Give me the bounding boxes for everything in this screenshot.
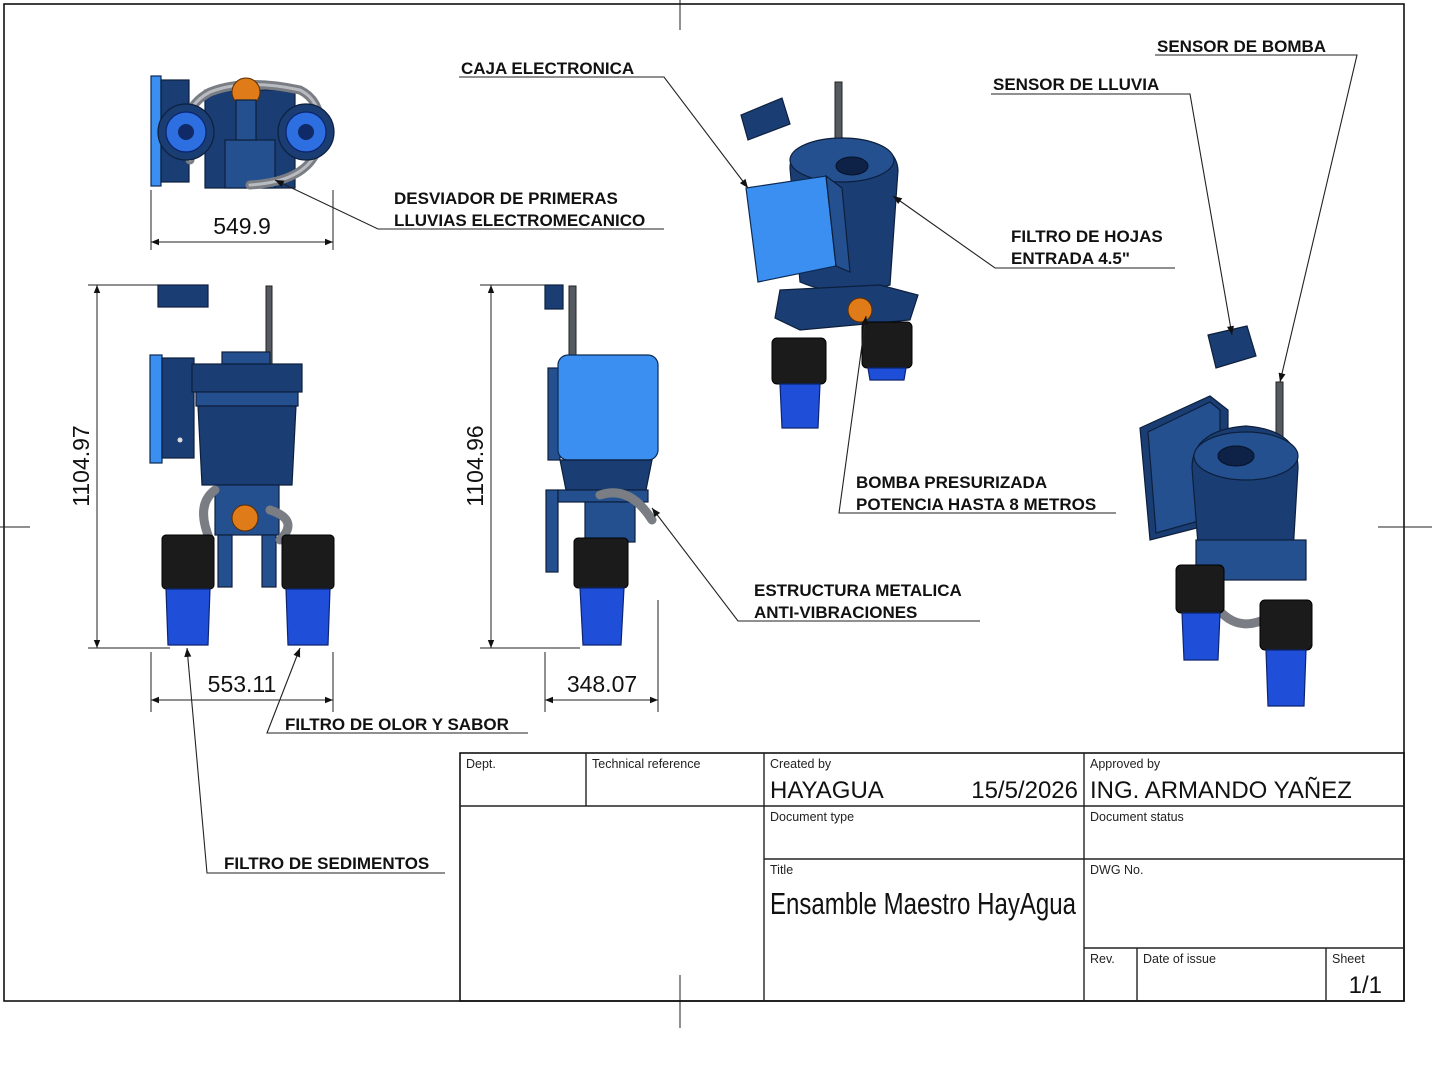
callout-sensor-bomba: SENSOR DE BOMBA bbox=[1157, 37, 1326, 56]
callout-estructura-line2: ANTI-VIBRACIONES bbox=[754, 603, 917, 622]
title-label: Title bbox=[770, 863, 793, 877]
callout-bomba-line1: BOMBA PRESURIZADA bbox=[856, 473, 1047, 492]
side-view bbox=[544, 284, 659, 646]
dim-front-width: 553.11 bbox=[208, 671, 277, 697]
title-block: Dept. Technical reference Created by HAY… bbox=[459, 752, 1405, 1002]
callout-desviador-line2: LLUVIAS ELECTROMECANICO bbox=[394, 211, 645, 230]
date-of-issue-label: Date of issue bbox=[1143, 952, 1216, 966]
top-view bbox=[150, 75, 335, 190]
callout-filtro-hojas-line2: ENTRADA 4.5" bbox=[1011, 249, 1130, 268]
dwg-no-label: DWG No. bbox=[1090, 863, 1143, 877]
front-view bbox=[149, 284, 335, 646]
dim-side-height: 1104.96 bbox=[462, 425, 488, 506]
created-by-label: Created by bbox=[770, 757, 832, 771]
dim-side-width: 348.07 bbox=[567, 671, 637, 697]
iso-view-assembled bbox=[1139, 325, 1313, 707]
dim-top-width: 549.9 bbox=[213, 213, 271, 239]
electronic-box-side bbox=[557, 354, 659, 461]
tech-ref-label: Technical reference bbox=[592, 757, 700, 771]
sheet-number: 1/1 bbox=[1349, 972, 1382, 999]
created-by-value: HAYAGUA bbox=[770, 777, 884, 804]
rain-sensor-iso bbox=[740, 97, 791, 141]
document-type-label: Document type bbox=[770, 810, 854, 824]
electronic-box-iso bbox=[745, 175, 837, 283]
document-status-label: Document status bbox=[1090, 810, 1184, 824]
callout-filtro-hojas-line1: FILTRO DE HOJAS bbox=[1011, 227, 1163, 246]
dept-label: Dept. bbox=[466, 757, 496, 771]
rain-sensor-front bbox=[157, 284, 209, 308]
callout-sensor-lluvia: SENSOR DE LLUVIA bbox=[993, 75, 1159, 94]
callout-caja-electronica: CAJA ELECTRONICA bbox=[461, 59, 634, 78]
rev-label: Rev. bbox=[1090, 952, 1115, 966]
created-date: 15/5/2026 bbox=[971, 777, 1078, 804]
iso-view-exploded bbox=[740, 81, 919, 429]
approved-by-label: Approved by bbox=[1090, 757, 1161, 771]
sheet-label: Sheet bbox=[1332, 952, 1365, 966]
dim-front-height: 1104.97 bbox=[68, 425, 94, 506]
callout-estructura-line1: ESTRUCTURA METALICA bbox=[754, 581, 962, 600]
callout-desviador-line1: DESVIADOR DE PRIMERAS bbox=[394, 189, 618, 208]
callout-bomba-line2: POTENCIA HASTA 8 METROS bbox=[856, 495, 1096, 514]
callout-filtro-sedimentos: FILTRO DE SEDIMENTOS bbox=[224, 854, 429, 873]
callout-filtro-olor: FILTRO DE OLOR Y SABOR bbox=[285, 715, 509, 734]
drawing-title: Ensamble Maestro HayAgua bbox=[770, 886, 1077, 921]
approved-by-value: ING. ARMANDO YAÑEZ bbox=[1090, 777, 1352, 804]
